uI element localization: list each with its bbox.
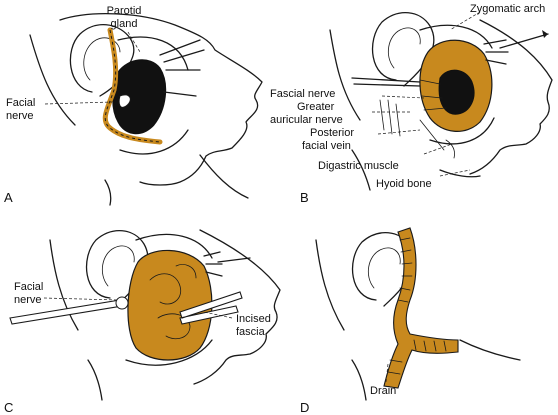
panel-c-lead-facial bbox=[43, 297, 119, 301]
panel-a-label-facial-nerve-1: Facial bbox=[6, 97, 35, 109]
panel-a-neck-line bbox=[104, 154, 249, 206]
panel-c-scissors bbox=[179, 291, 243, 325]
panel-b-ear bbox=[371, 12, 435, 87]
panel-a-label-facial-nerve-2: nerve bbox=[6, 110, 34, 122]
panel-c-gland bbox=[127, 249, 213, 361]
panel-a-skin-flap bbox=[117, 36, 189, 155]
panel-d-label-drain: Drain bbox=[370, 385, 396, 397]
panel-c-retractor bbox=[203, 251, 251, 277]
panel-b: Zygomatic arch Fascial nerve Greater aur… bbox=[270, 3, 553, 205]
panel-b-lead-zygomatic bbox=[449, 11, 481, 31]
panel-b-nerve-strand bbox=[419, 79, 447, 111]
panel-a-label-parotid-gland-2: gland bbox=[111, 18, 138, 30]
panel-b-label-zygomatic-arch: Zygomatic arch bbox=[470, 3, 545, 15]
panel-b-ear-inner bbox=[387, 27, 421, 69]
panel-a-head-outline bbox=[29, 13, 263, 186]
panel-b-lead-facial bbox=[381, 95, 425, 99]
panel-a-retractor bbox=[159, 39, 205, 97]
panel-a-ear-inner bbox=[83, 37, 121, 81]
panel-b-lead-vein bbox=[377, 129, 421, 135]
panel-b-letter: B bbox=[300, 190, 309, 205]
panel-b-head-outline bbox=[329, 19, 553, 191]
panel-c-label-facial-nerve-2: nerve bbox=[14, 294, 42, 306]
panel-c-label-incised-fascia-2: fascia bbox=[236, 326, 266, 338]
panel-c-label-facial-nerve-1: Facial bbox=[14, 281, 43, 293]
panel-b-label-hyoid: Hyoid bone bbox=[376, 178, 432, 190]
panel-c: Facial nerve Incised fascia C bbox=[4, 229, 281, 415]
panel-a-lead-facial bbox=[44, 101, 113, 105]
panel-b-lead-digastric bbox=[423, 143, 453, 155]
panel-c-ear-inner bbox=[101, 245, 135, 287]
panel-b-label-digastric: Digastric muscle bbox=[318, 160, 399, 172]
panel-a-letter: A bbox=[4, 190, 13, 205]
panel-b-vessels bbox=[379, 99, 455, 159]
panel-b-skin-flap bbox=[419, 24, 495, 145]
panel-b-retractor-arrow bbox=[542, 30, 548, 38]
panel-c-gland-lobes bbox=[149, 264, 197, 340]
panel-b-instrument bbox=[351, 77, 421, 87]
panel-d-lead-drain bbox=[385, 363, 389, 383]
panel-b-label-posterior-vein-1: Posterior bbox=[310, 127, 354, 139]
panel-d-letter: D bbox=[300, 400, 309, 415]
panel-c-label-incised-fascia-1: Incised bbox=[236, 313, 271, 325]
panel-d-ear-inner bbox=[367, 247, 401, 289]
panel-a-lead-parotid bbox=[127, 31, 141, 53]
panel-d-sutures bbox=[387, 237, 447, 375]
panel-c-letter: C bbox=[4, 400, 13, 415]
panel-a: Parotid gland Facial nerve A bbox=[4, 5, 263, 206]
panel-a-nerve-branch bbox=[118, 94, 131, 108]
panel-b-retractor bbox=[483, 33, 549, 65]
panel-d-drain bbox=[383, 227, 459, 389]
panel-d: Drain D bbox=[300, 227, 521, 415]
panel-a-label-parotid-gland-1: Parotid bbox=[107, 5, 142, 17]
panel-b-label-facial-nerve: Fascial nerve bbox=[270, 88, 335, 100]
panel-c-head-outline bbox=[49, 229, 281, 401]
panel-b-label-greater-auricular-2: auricular nerve bbox=[270, 114, 343, 126]
panel-a-tumor bbox=[112, 59, 167, 135]
panel-c-forceps-tip bbox=[115, 296, 129, 310]
panel-b-label-greater-auricular-1: Greater bbox=[297, 101, 335, 113]
panel-d-head-outline bbox=[315, 239, 521, 401]
panel-a-incision-dashes bbox=[104, 29, 161, 143]
panel-b-tumor bbox=[438, 69, 475, 115]
panel-c-skin-flap bbox=[125, 233, 213, 366]
panel-b-label-posterior-vein-2: facial vein bbox=[302, 140, 351, 152]
panel-b-lead-hyoid bbox=[439, 169, 471, 177]
